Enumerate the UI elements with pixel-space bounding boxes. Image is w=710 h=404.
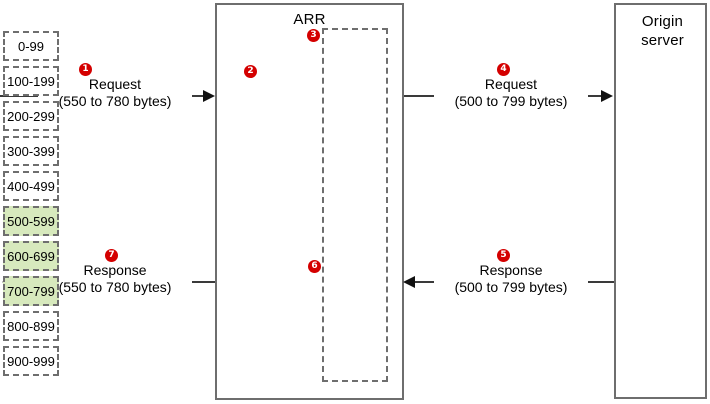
- client-response-line-right: [186, 281, 215, 283]
- cache-slot-cached: 500-599: [3, 206, 59, 236]
- step-badge-4: 4: [497, 63, 510, 76]
- step-badge-3: 3: [307, 29, 320, 42]
- cache-slot-label: 900-999: [7, 354, 55, 369]
- cache-slot-label: 300-399: [7, 144, 55, 159]
- cache-slot: 900-999: [3, 346, 59, 376]
- origin-request-label-line1: Request: [484, 76, 538, 92]
- origin-server-title-line2: server: [641, 32, 684, 49]
- origin-response-line-right: [583, 281, 614, 283]
- cache-slot: 0-99: [3, 31, 59, 61]
- cache-slot: 800-899: [3, 311, 59, 341]
- cache-slot-stack: [322, 28, 388, 382]
- origin-server-title-line1: Origin: [641, 13, 684, 30]
- origin-server-node: Origin server: [614, 3, 707, 399]
- cache-slot-label: 500-599: [7, 214, 55, 229]
- step-badge-5: 5: [497, 249, 510, 262]
- step-badge-2: 2: [244, 65, 257, 78]
- cache-slot: 300-399: [3, 136, 59, 166]
- step-badge-7: 7: [105, 249, 118, 262]
- cache-slot-label: 100-199: [7, 74, 55, 89]
- origin-response-label-line2: (500 to 799 bytes): [454, 279, 568, 295]
- client-request-label-line2: (550 to 780 bytes): [58, 93, 172, 109]
- cache-slot-cached: 600-699: [3, 241, 59, 271]
- cache-slot: 200-299: [3, 101, 59, 131]
- cache-slot-label: 700-799: [7, 284, 55, 299]
- client-response-label: Response (550 to 780 bytes): [38, 262, 192, 296]
- client-response-label-line2: (550 to 780 bytes): [58, 279, 172, 295]
- origin-response-label: Response (500 to 799 bytes): [434, 262, 588, 296]
- origin-request-label: Request (500 to 799 bytes): [434, 76, 588, 110]
- origin-server-title: Origin server: [616, 12, 709, 50]
- cache-slot-label: 800-899: [7, 319, 55, 334]
- cache-slot-label: 600-699: [7, 249, 55, 264]
- cache-slot: 400-499: [3, 171, 59, 201]
- origin-request-label-line2: (500 to 799 bytes): [454, 93, 568, 109]
- step-badge-1: 1: [79, 63, 92, 76]
- origin-request-arrowhead-icon: [601, 90, 613, 102]
- client-request-arrowhead-icon: [203, 90, 215, 102]
- cache-slot-label: 400-499: [7, 179, 55, 194]
- client-request-label: Request (550 to 780 bytes): [38, 76, 192, 110]
- cache-slot-label: 200-299: [7, 109, 55, 124]
- arr-title: ARR: [293, 11, 326, 28]
- origin-response-arrowhead-icon: [403, 276, 415, 288]
- cache-slot-cached: 700-799: [3, 276, 59, 306]
- cache-slot: 100-199: [3, 66, 59, 96]
- client-request-label-line1: Request: [88, 76, 142, 92]
- client-response-label-line1: Response: [83, 262, 147, 278]
- origin-response-label-line1: Response: [479, 262, 543, 278]
- cache-slot-label: 0-99: [17, 39, 45, 54]
- origin-request-line-left: [404, 95, 447, 97]
- step-badge-6: 6: [308, 260, 321, 273]
